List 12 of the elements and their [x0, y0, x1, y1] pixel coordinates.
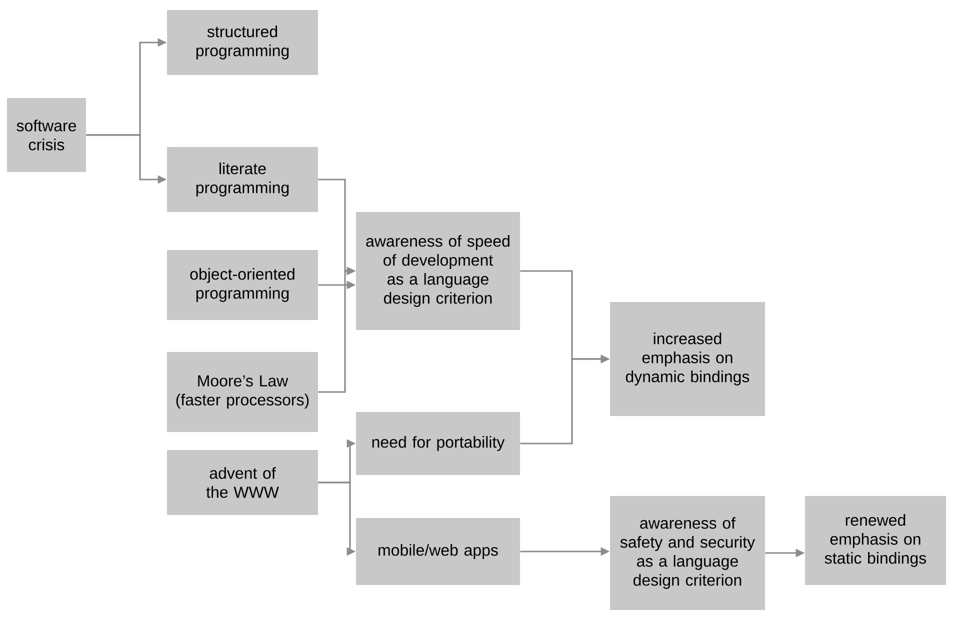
process-box: structured programming	[167, 10, 318, 75]
process-box: awareness of safety and security as a language design criterion	[610, 496, 765, 610]
process-box: literate programming	[167, 147, 318, 212]
process-box: object-oriented programming	[167, 250, 318, 320]
process-box: mobile/web apps	[356, 518, 520, 585]
process-box: advent of the WWW	[167, 450, 318, 515]
process-box: software crisis	[7, 98, 86, 172]
process-box: Moore’s Law (faster processors)	[167, 352, 318, 432]
process-box: increased emphasis on dynamic bindings	[610, 302, 765, 416]
process-box: renewed emphasis on static bindings	[805, 496, 946, 585]
process-box: need for portability	[356, 412, 520, 475]
process-box: awareness of speed of development as a language design criterion	[356, 212, 520, 330]
